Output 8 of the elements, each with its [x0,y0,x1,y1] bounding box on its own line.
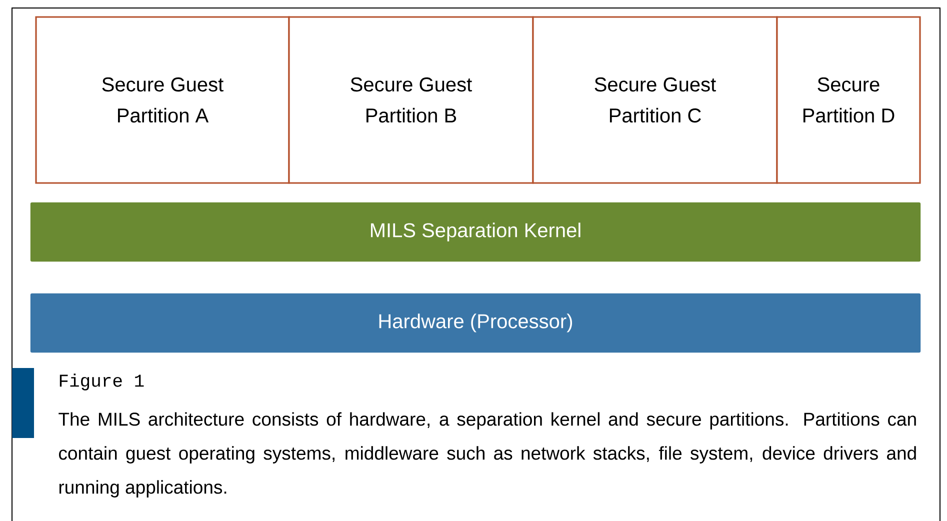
figure-label: Figure 1 [60,374,144,390]
partition-box: Secure Guest Partition A [35,16,290,184]
kernel-bar: MILS Separation Kernel [30,202,922,262]
caption-text: The MILS architecture consists of hardware, a separation kernel and secure partitions. Partitions can contain guest operating systems, middleware such as network stacks, file system, device drivers and running applications. [58,412,916,498]
hardware-bar: Hardware (Processor) [30,292,922,354]
partition-box: Secure Guest Partition B [288,16,534,184]
partition-box: Secure Partition D [776,16,921,184]
partition-box: Secure Guest Partition C [532,16,778,184]
